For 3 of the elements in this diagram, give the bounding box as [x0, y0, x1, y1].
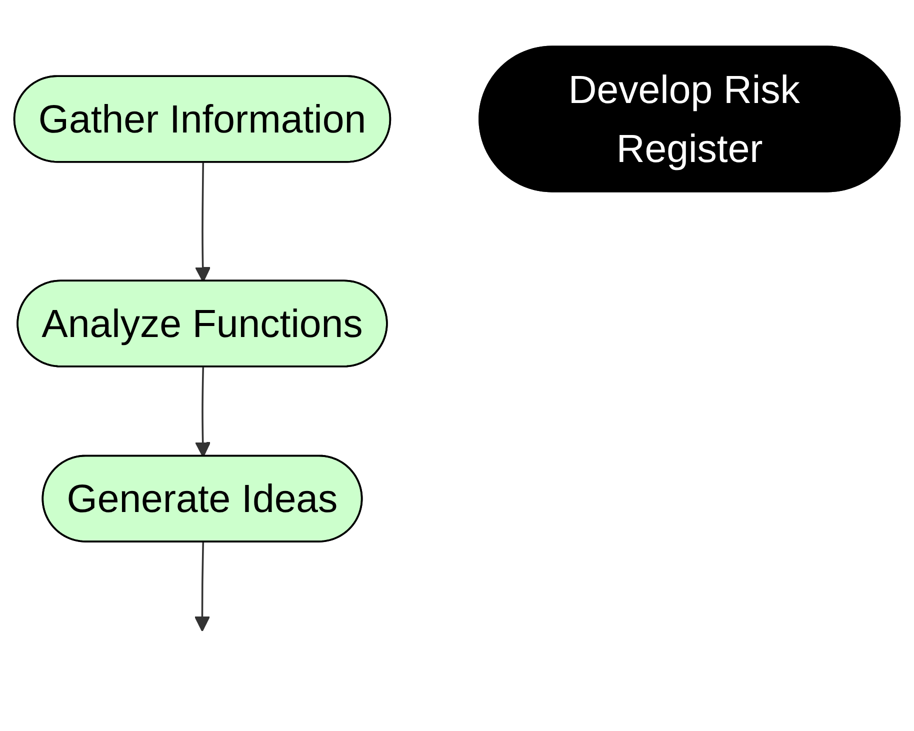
- arrow: [195, 367, 211, 458]
- arrow: [194, 542, 210, 632]
- arrow: [195, 162, 211, 282]
